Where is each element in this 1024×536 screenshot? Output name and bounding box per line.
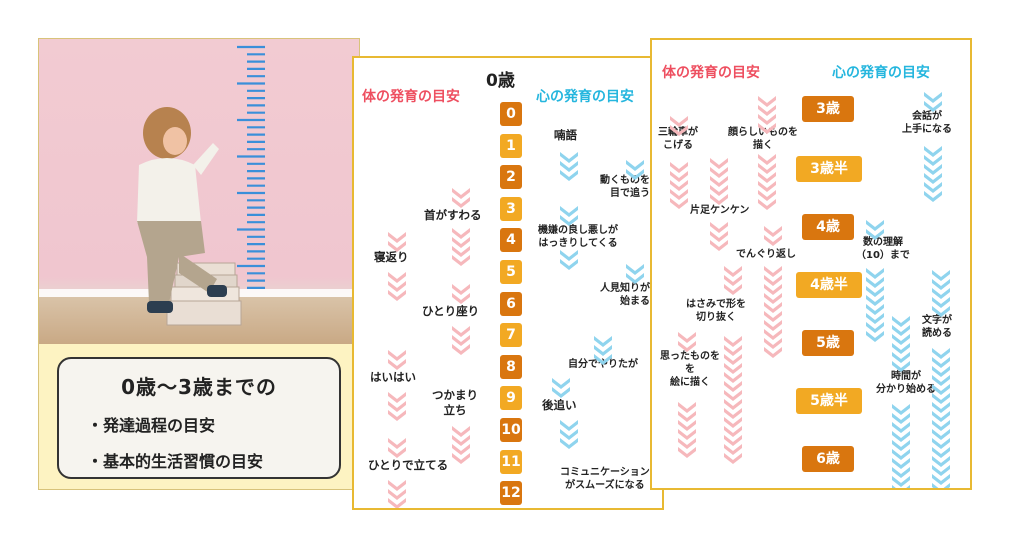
chevron-down-icon	[710, 222, 728, 251]
chevron-down-icon	[758, 154, 776, 210]
age-marker: 4歳	[802, 214, 854, 240]
child-chart-card: 体の発育の目安 心の発育の目安 三輪車が こげる 顔らしいものを 描く 片足ケン…	[650, 38, 972, 490]
chevron-down-icon	[670, 116, 688, 136]
toddler-figure	[137, 107, 227, 313]
chevron-down-icon	[560, 206, 578, 226]
age-marker: 9	[500, 386, 522, 411]
chevron-down-icon	[932, 270, 950, 317]
milestone-label: 文字が 読める	[922, 315, 952, 339]
chevron-down-icon	[626, 264, 644, 284]
age-marker: 2	[500, 165, 522, 190]
chevron-down-icon	[758, 96, 776, 134]
age-marker: 5歳半	[796, 388, 862, 414]
age-marker: 11	[500, 449, 522, 474]
caption-line: ・基本的生活習慣の目安	[87, 452, 264, 471]
chevron-down-icon	[892, 404, 910, 488]
age-marker: 10	[500, 418, 522, 442]
milestone-label: 会話が 上手になる	[902, 111, 952, 135]
mind-header: 心の発育の目安	[832, 65, 930, 81]
toddler-photo	[39, 39, 359, 344]
milestone-label: はいはい	[370, 370, 416, 384]
chevron-down-icon	[670, 162, 688, 209]
chevron-down-icon	[626, 160, 644, 180]
milestone-label: 寝返り	[374, 250, 409, 264]
chevron-down-icon	[388, 350, 406, 370]
age-marker: 3歳半	[796, 156, 862, 182]
age-marker: 5歳	[802, 330, 854, 356]
milestone-label: つかまり 立ち	[432, 388, 478, 417]
chevron-down-icon	[924, 92, 942, 112]
milestone-label: ひとり座り	[422, 304, 480, 318]
age-marker: 3	[500, 196, 522, 221]
milestone-label: ひとりで立てる	[368, 458, 449, 472]
chevron-down-icon	[388, 438, 406, 458]
caption-box: 0歳〜3歳までの ・発達過程の目安 ・基本的生活習慣の目安	[57, 357, 341, 479]
chevron-down-icon	[388, 272, 406, 301]
age-marker: 7	[500, 323, 522, 348]
age-marker: 6歳	[802, 446, 854, 472]
milestone-label: 首がすわる	[424, 208, 482, 222]
height-ruler-icon	[237, 45, 265, 289]
chevron-down-icon	[560, 250, 578, 270]
chevron-down-icon	[764, 226, 782, 246]
milestone-label: 人見知りが 始まる	[600, 283, 650, 307]
infant-chart-card: 0歳 体の発育の目安 心の発育の目安 首がすわる 寝返り ひとり座り はいはい …	[352, 56, 664, 510]
age-marker: 4	[500, 228, 522, 253]
milestone-label: 時間が 分かり始める	[876, 371, 936, 395]
chevron-down-icon	[452, 188, 470, 208]
chevron-down-icon	[388, 232, 406, 252]
age-marker: 4歳半	[796, 272, 862, 298]
chevron-down-icon	[594, 336, 612, 365]
age-marker: 1	[500, 133, 522, 158]
chevron-down-icon	[388, 480, 406, 508]
mind-header: 心の発育の目安	[536, 89, 634, 105]
chevron-down-icon	[866, 220, 884, 240]
milestone-label: 喃語	[554, 128, 577, 142]
chevron-down-icon	[452, 284, 470, 304]
chevron-down-icon	[724, 266, 742, 295]
chevron-down-icon	[452, 326, 470, 355]
caption-title: 0歳〜3歳までの	[121, 375, 277, 399]
caption-line: ・発達過程の目安	[87, 416, 216, 435]
body-header: 体の発育の目安	[362, 89, 460, 105]
age-marker: 3歳	[802, 96, 854, 122]
chevron-down-icon	[552, 378, 570, 398]
milestone-label: 片足ケンケン	[690, 205, 750, 216]
chevron-down-icon	[892, 316, 910, 372]
chevron-down-icon	[724, 336, 742, 464]
milestone-label: でんぐり返し	[736, 249, 796, 260]
chevron-down-icon	[866, 268, 884, 342]
milestone-label: 動くものを 目で追う	[600, 175, 650, 199]
chevron-down-icon	[452, 228, 470, 266]
intro-card: 0歳〜3歳までの ・発達過程の目安 ・基本的生活習慣の目安	[38, 38, 360, 490]
chevron-down-icon	[924, 146, 942, 202]
milestone-label: 思ったものを を 絵に描く	[660, 351, 720, 388]
age-marker: 0	[500, 102, 522, 126]
chevron-down-icon	[710, 158, 728, 205]
milestone-label: 数の理解 （10）まで	[856, 237, 910, 261]
chevron-down-icon	[560, 152, 578, 181]
age-marker: 5	[500, 260, 522, 284]
milestone-label: コミュニケーション がスムーズになる	[560, 467, 650, 491]
milestone-label: はさみで形を 切り抜く	[686, 299, 746, 323]
chevron-down-icon	[560, 420, 578, 449]
chevron-down-icon	[764, 266, 782, 358]
age-marker: 6	[500, 291, 522, 316]
milestone-label: 後追い	[542, 398, 577, 412]
age-marker: 12	[500, 481, 522, 506]
chevron-down-icon	[678, 332, 696, 352]
chevron-down-icon	[932, 348, 950, 488]
age-marker: 8	[500, 354, 522, 379]
milestone-label: 機嫌の良し悪しが はっきりしてくる	[538, 225, 618, 249]
milestone-label: 顔らしいものを 描く	[728, 127, 798, 151]
chevron-down-icon	[388, 392, 406, 421]
chart-title: 0歳	[486, 71, 515, 91]
chevron-down-icon	[678, 402, 696, 458]
chevron-down-icon	[452, 426, 470, 464]
body-header: 体の発育の目安	[662, 65, 760, 81]
